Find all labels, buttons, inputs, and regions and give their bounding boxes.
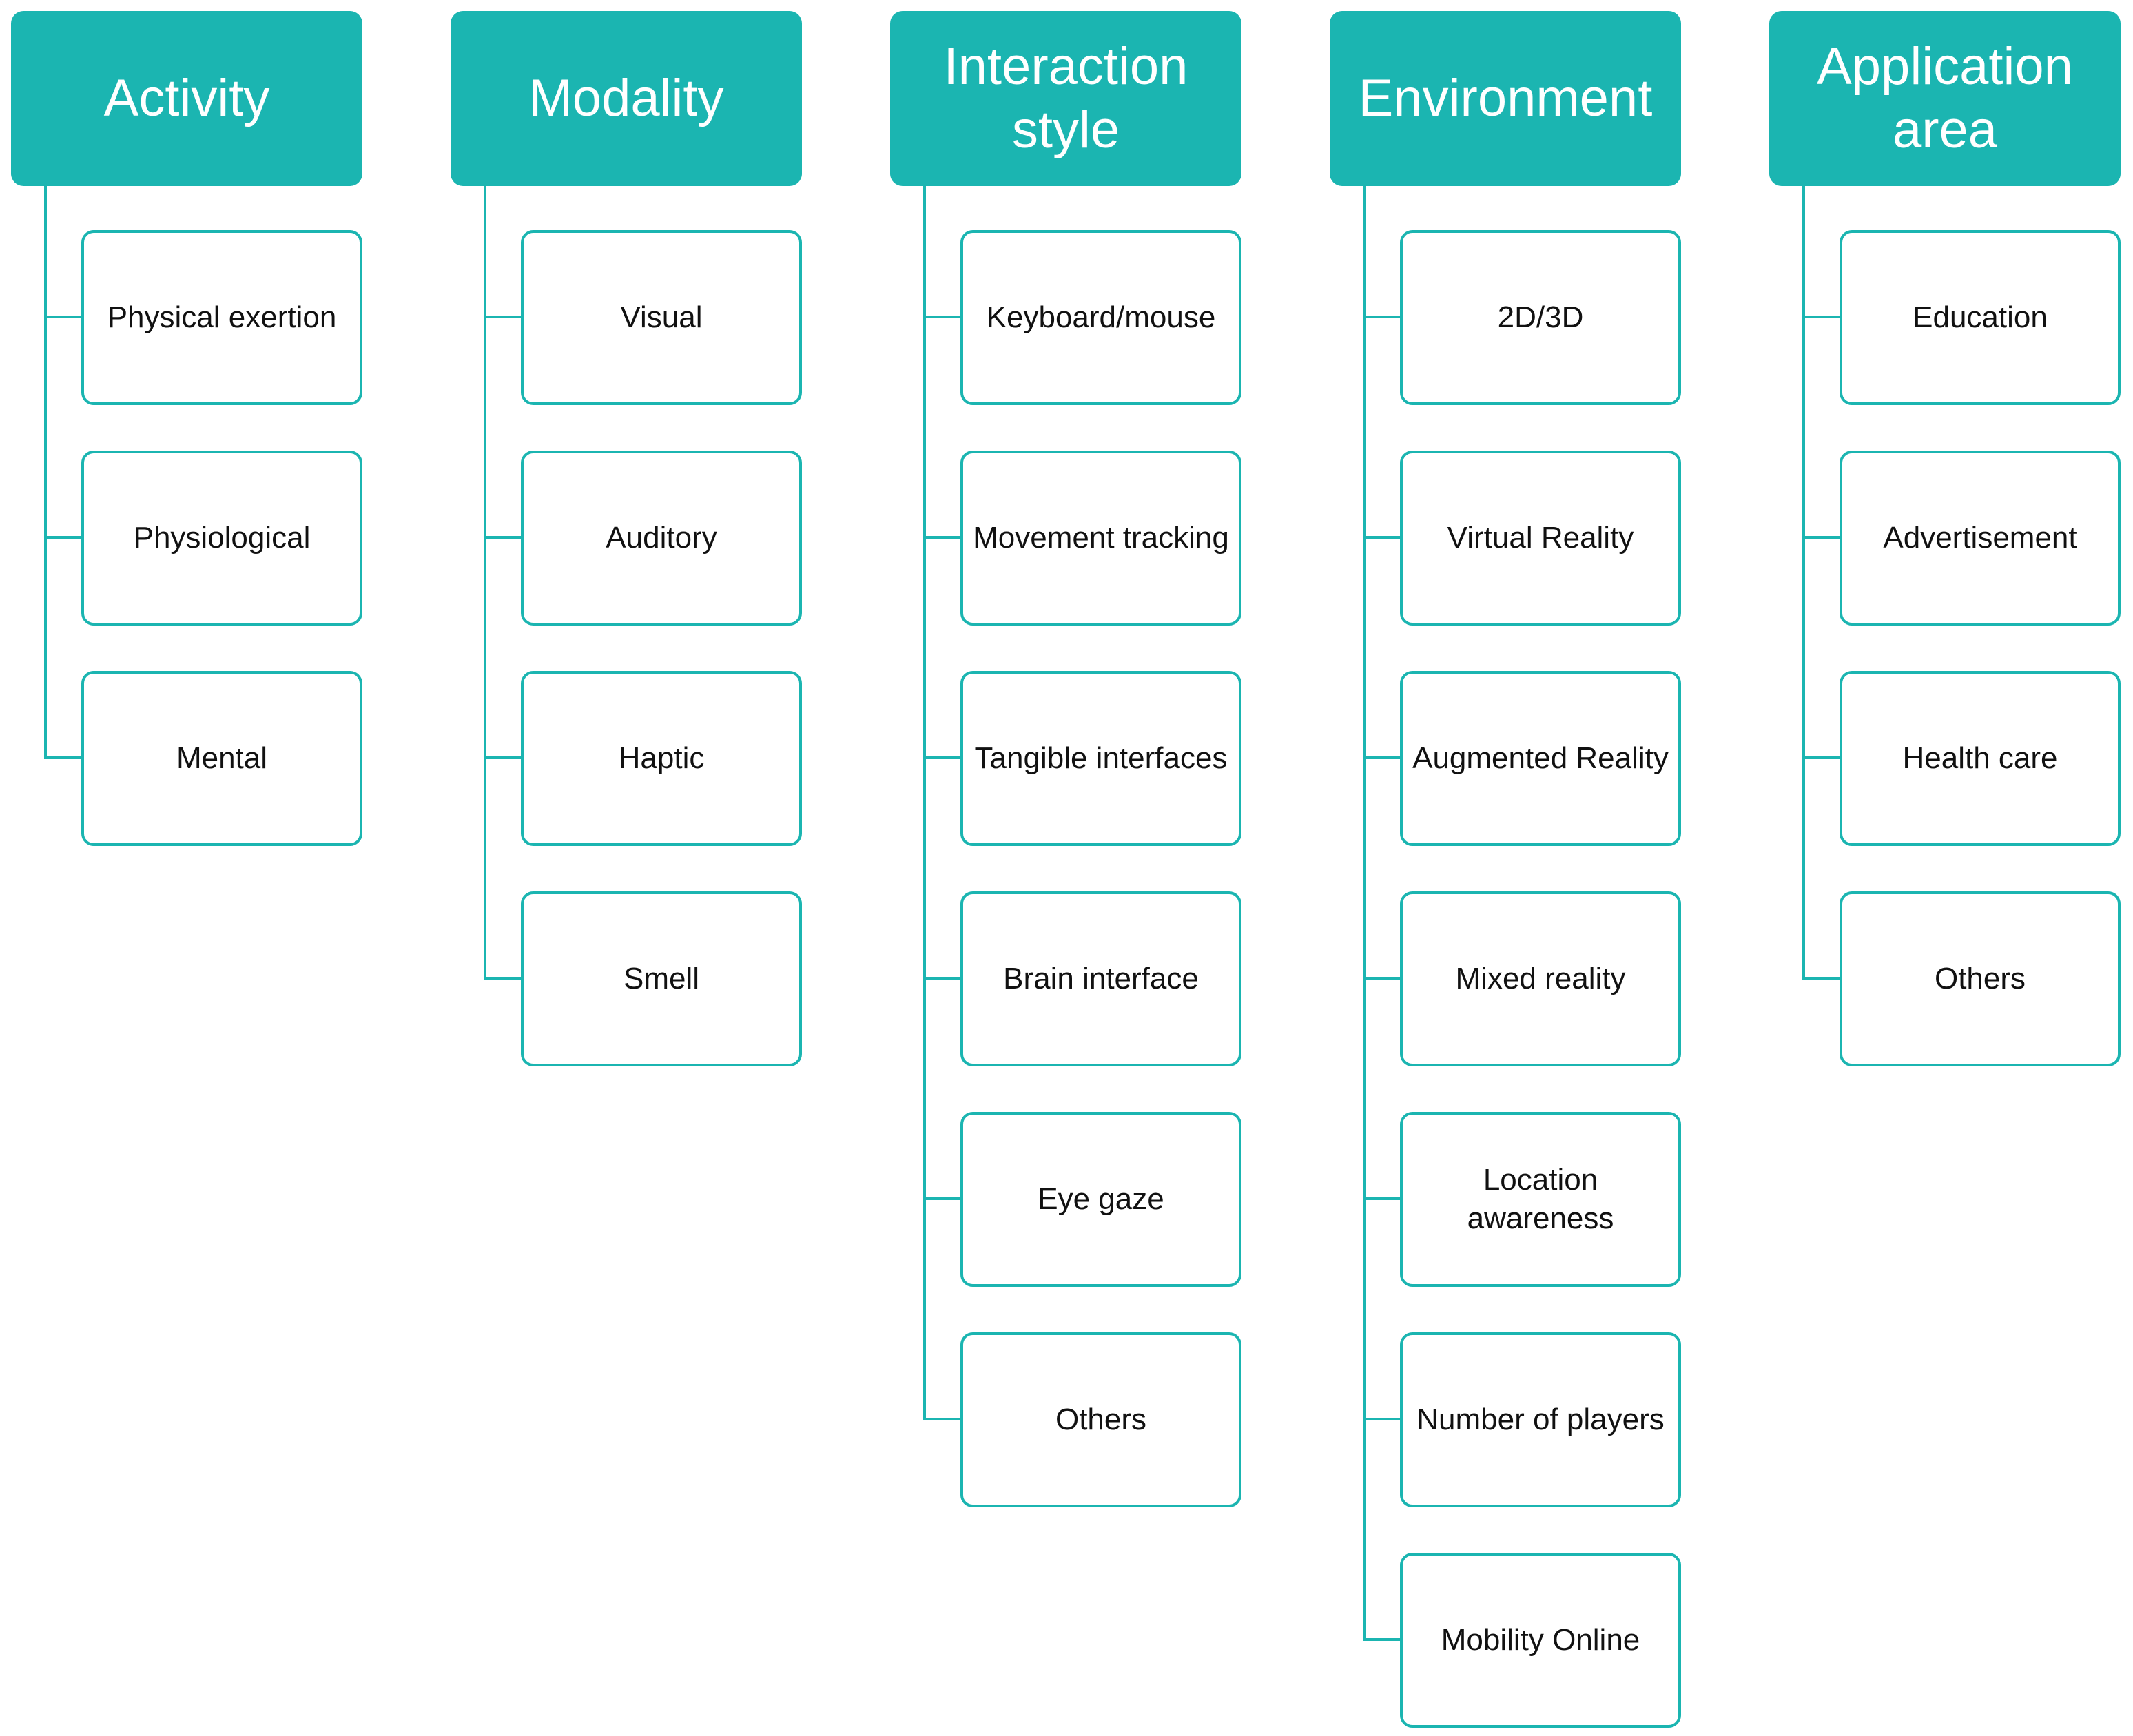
connector-branch [1363, 977, 1400, 980]
connector-trunk [484, 186, 486, 980]
column-interaction-style: Interaction style Keyboard/mouse Movemen… [890, 0, 1250, 1736]
connector-branch [923, 1197, 960, 1200]
connector-branch [1802, 977, 1840, 980]
category-item-box: Others [1840, 891, 2121, 1066]
category-item-box: Auditory [521, 451, 802, 626]
column-header: Modality [451, 11, 802, 186]
category-item-box: Movement tracking [960, 451, 1241, 626]
column-header: Activity [11, 11, 362, 186]
category-item-box: Mental [81, 671, 362, 846]
connector-branch [484, 977, 521, 980]
category-item-box: Brain interface [960, 891, 1241, 1066]
connector-branch [484, 756, 521, 759]
connector-branch [1363, 1638, 1400, 1641]
connector-branch [1802, 316, 1840, 318]
connector-branch [1363, 1418, 1400, 1420]
connector-branch [1802, 536, 1840, 539]
category-item-box: Smell [521, 891, 802, 1066]
connector-branch [1363, 756, 1400, 759]
category-item-box: Eye gaze [960, 1112, 1241, 1287]
connector-trunk [44, 186, 47, 759]
connector-branch [44, 536, 81, 539]
column-application-area: Application area Education Advertisement… [1769, 0, 2129, 1736]
category-item-box: Education [1840, 230, 2121, 405]
category-item-box: Advertisement [1840, 451, 2121, 626]
connector-trunk [1802, 186, 1805, 980]
category-item-box: Haptic [521, 671, 802, 846]
category-item-box: Others [960, 1332, 1241, 1507]
connector-branch [1363, 1197, 1400, 1200]
connector-branch [923, 536, 960, 539]
column-environment: Environment 2D/3D Virtual Reality Augmen… [1330, 0, 1689, 1736]
category-item-box: Virtual Reality [1400, 451, 1681, 626]
connector-branch [1363, 316, 1400, 318]
connector-trunk [1363, 186, 1366, 1641]
connector-branch [923, 1418, 960, 1420]
connector-branch [484, 316, 521, 318]
connector-trunk [923, 186, 926, 1420]
column-modality: Modality Visual Auditory Haptic Smell [451, 0, 810, 1736]
category-item-box: Visual [521, 230, 802, 405]
category-item-box: 2D/3D [1400, 230, 1681, 405]
connector-branch [923, 756, 960, 759]
category-item-box: Physical exertion [81, 230, 362, 405]
connector-branch [44, 316, 81, 318]
column-activity: Activity Physical exertion Physiological… [11, 0, 371, 1736]
category-item-box: Tangible interfaces [960, 671, 1241, 846]
column-header: Application area [1769, 11, 2121, 186]
category-item-box: Keyboard/mouse [960, 230, 1241, 405]
category-item-box: Location awareness [1400, 1112, 1681, 1287]
column-header: Interaction style [890, 11, 1241, 186]
connector-branch [1363, 536, 1400, 539]
column-header: Environment [1330, 11, 1681, 186]
connector-branch [923, 316, 960, 318]
connector-branch [44, 756, 81, 759]
category-item-box: Augmented Reality [1400, 671, 1681, 846]
category-item-box: Health care [1840, 671, 2121, 846]
category-item-box: Physiological [81, 451, 362, 626]
category-item-box: Number of players [1400, 1332, 1681, 1507]
category-item-box: Mobility Online [1400, 1553, 1681, 1728]
connector-branch [923, 977, 960, 980]
connector-branch [1802, 756, 1840, 759]
category-item-box: Mixed reality [1400, 891, 1681, 1066]
connector-branch [484, 536, 521, 539]
